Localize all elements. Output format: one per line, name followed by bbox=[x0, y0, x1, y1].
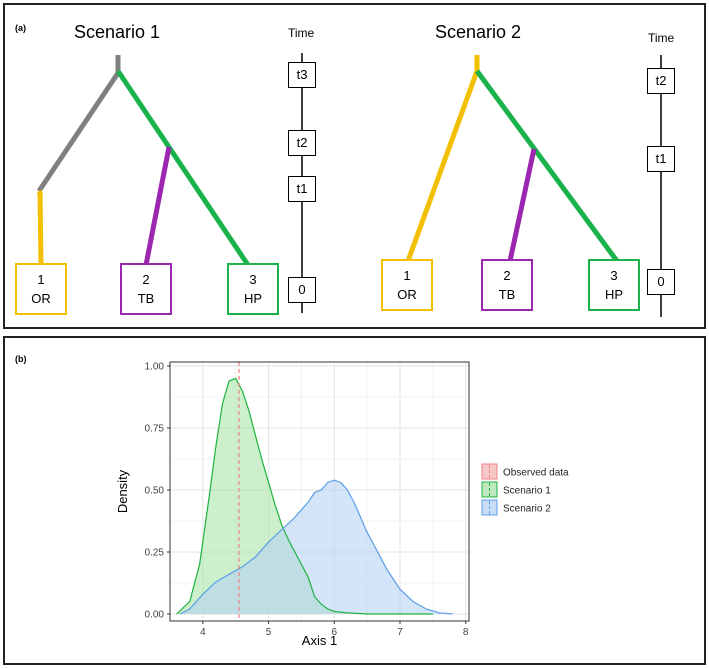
panel-a: (a) Scenario 1 Scenario 2 1 OR 2 TB bbox=[3, 3, 706, 329]
s1-leaf-tb-num: 2 bbox=[142, 272, 150, 287]
s1-leaf-hp-num: 3 bbox=[249, 272, 257, 287]
s1-time-label: Time bbox=[288, 26, 315, 40]
s2-leaf-hp-code: HP bbox=[604, 287, 624, 302]
s1-leaf-tb: 2 TB bbox=[120, 263, 172, 315]
s1-leaf-or: 1 OR bbox=[15, 263, 67, 315]
s1-ancestral-branch bbox=[36, 71, 121, 193]
legend-label-0: Observed data bbox=[503, 468, 569, 479]
x-tick-label-3: 7 bbox=[397, 627, 403, 638]
density-line-2 bbox=[179, 479, 453, 615]
s1-tb-branch bbox=[143, 146, 172, 266]
plot-border bbox=[169, 361, 470, 622]
s1-leaf-hp-code: HP bbox=[243, 291, 263, 306]
s1-leaf-tb-code: TB bbox=[137, 291, 155, 306]
s2-time-t1: t1 bbox=[647, 146, 675, 172]
x-tick-label-1: 5 bbox=[266, 627, 272, 638]
legend-label-2: Scenario 2 bbox=[503, 504, 551, 515]
s2-leaf-hp: 3 HP bbox=[588, 259, 640, 311]
y-tick-label-3: 0.75 bbox=[145, 424, 165, 435]
s1-time-t2: t2 bbox=[288, 130, 316, 156]
s2-time-label: Time bbox=[648, 31, 675, 45]
s1-time-0: 0 bbox=[288, 277, 316, 303]
y-tick-label-0: 0.00 bbox=[145, 610, 165, 621]
s1-time-t3: t3 bbox=[288, 62, 316, 88]
scenario2-title: Scenario 2 bbox=[435, 22, 522, 42]
x-tick-label-0: 4 bbox=[200, 627, 206, 638]
scenario1-tree bbox=[36, 55, 251, 267]
density-area-2 bbox=[179, 480, 453, 614]
y-axis-title: Density bbox=[115, 469, 130, 513]
x-tick-label-4: 8 bbox=[463, 627, 469, 638]
s2-time-0: 0 bbox=[647, 269, 675, 295]
s2-time-t2: t2 bbox=[647, 68, 675, 94]
x-axis-title: Axis 1 bbox=[302, 633, 337, 648]
panel-a-tag: (a) bbox=[15, 23, 26, 33]
s2-or-branch bbox=[405, 70, 480, 262]
s1-leaf-or-num: 1 bbox=[37, 272, 45, 287]
s1-or-branch bbox=[37, 192, 44, 266]
y-tick-label-2: 0.50 bbox=[145, 486, 165, 497]
s2-leaf-hp-num: 3 bbox=[610, 268, 618, 283]
s1-leaf-or-code: OR bbox=[31, 291, 51, 306]
y-tick-label-4: 1.00 bbox=[145, 362, 165, 373]
s1-leaf-hp: 3 HP bbox=[227, 263, 279, 315]
s2-leaf-tb-num: 2 bbox=[503, 268, 511, 283]
s2-leaf-tb-code: TB bbox=[498, 287, 516, 302]
s1-time-t1: t1 bbox=[288, 176, 316, 202]
density-line-1 bbox=[176, 377, 433, 615]
scenario2-tree bbox=[405, 55, 620, 263]
s2-hp-branch bbox=[474, 69, 620, 263]
s2-leaf-or-code: OR bbox=[397, 287, 417, 302]
s2-leaf-tb: 2 TB bbox=[481, 259, 533, 311]
x-tick-label-2: 6 bbox=[332, 627, 338, 638]
y-tick-label-1: 0.25 bbox=[145, 548, 165, 559]
panel-b-tag: (b) bbox=[15, 354, 27, 364]
s2-tb-branch bbox=[507, 148, 537, 262]
s2-leaf-or: 1 OR bbox=[381, 259, 433, 311]
legend-label-1: Scenario 1 bbox=[503, 486, 551, 497]
s1-hp-branch bbox=[115, 69, 251, 267]
scenario1-title: Scenario 1 bbox=[74, 22, 161, 42]
s2-leaf-or-num: 1 bbox=[403, 268, 411, 283]
tree-lines bbox=[36, 53, 662, 317]
density-area-1 bbox=[176, 378, 433, 614]
